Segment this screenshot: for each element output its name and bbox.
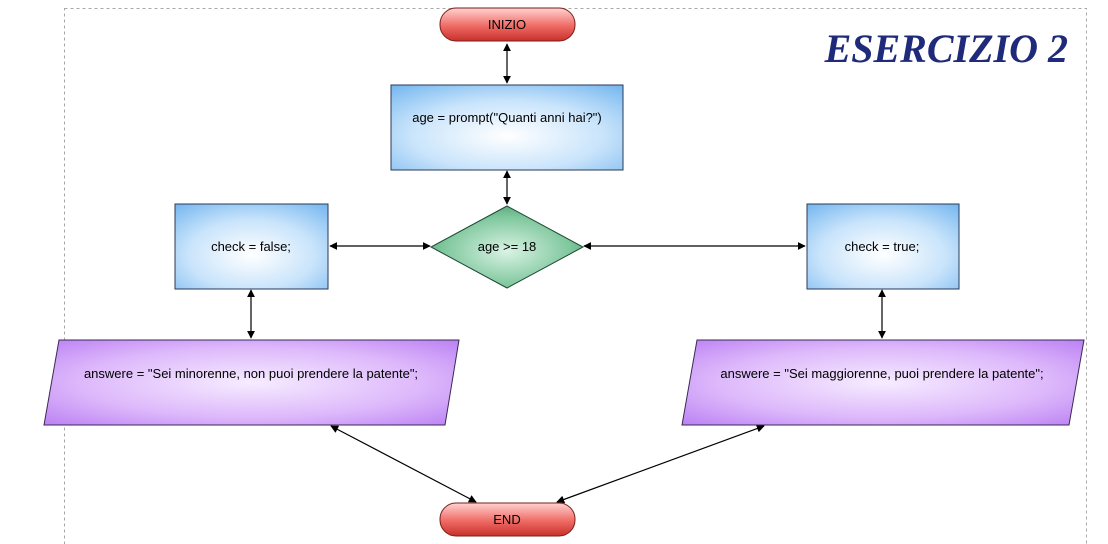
- edges: [247, 43, 886, 504]
- answer-major-label: answere = "Sei maggiorenne, puoi prender…: [720, 366, 1043, 381]
- decision-node[interactable]: age >= 18: [429, 205, 585, 289]
- check-false-node[interactable]: check = false;: [174, 203, 329, 290]
- end-node[interactable]: END: [439, 502, 576, 537]
- end-label: END: [493, 512, 520, 527]
- edge-minor-end: [330, 425, 477, 503]
- edge-major-end: [556, 424, 765, 504]
- check-true-label: check = true;: [845, 239, 920, 254]
- prompt-process-node[interactable]: age = prompt("Quanti anni hai?"): [390, 84, 624, 171]
- check-true-node[interactable]: check = true;: [806, 203, 960, 290]
- answer-major-node[interactable]: answere = "Sei maggiorenne, puoi prender…: [681, 339, 1085, 426]
- prompt-label: age = prompt("Quanti anni hai?"): [412, 110, 602, 125]
- answer-minor-label: answere = "Sei minorenne, non puoi prend…: [84, 366, 418, 381]
- start-node[interactable]: INIZIO: [439, 7, 576, 42]
- answer-minor-node[interactable]: answere = "Sei minorenne, non puoi prend…: [43, 339, 460, 426]
- decision-label: age >= 18: [478, 239, 537, 254]
- check-false-label: check = false;: [211, 239, 291, 254]
- page-frame: [64, 8, 1087, 544]
- start-label: INIZIO: [488, 17, 526, 32]
- diagram-title: ESERCIZIO 2: [824, 26, 1068, 71]
